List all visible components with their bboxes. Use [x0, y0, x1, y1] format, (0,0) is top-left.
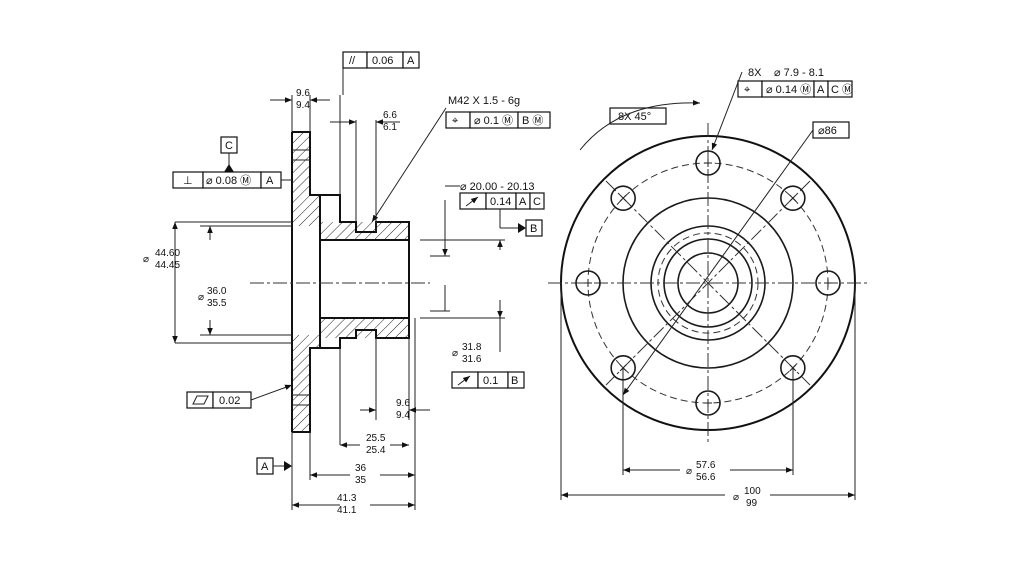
dim-25-top: 25.5: [366, 433, 386, 444]
chamfer-callout: 8X 45°: [618, 111, 651, 123]
bolt-hole-mark: [789, 194, 797, 202]
svg-text:⊥: ⊥: [183, 175, 193, 187]
dim-od-bot: 99: [746, 498, 758, 509]
svg-text:⌖: ⌖: [452, 115, 458, 127]
dim-pilot-od-top: 31.8: [462, 342, 482, 353]
bolt-hole: [695, 390, 721, 416]
svg-text:A: A: [261, 461, 269, 473]
dim-bore-bot: 35.5: [207, 298, 227, 309]
pilot-bore-dim: ⌀ 20.00 - 20.13: [460, 181, 535, 193]
dim-od-top: 100: [744, 486, 761, 497]
pilot-bore-callout: ⌀ 20.00 - 20.13 0.14 A C B: [445, 181, 545, 237]
svg-text:B: B: [511, 375, 518, 387]
bolt-hole-mark: [619, 364, 627, 372]
dim-25-bot: 25.4: [366, 445, 386, 456]
svg-text:B: B: [530, 223, 537, 235]
bolt-hole-mark: [824, 279, 832, 287]
dim-pilot-od-bot: 31.6: [462, 354, 482, 365]
svg-text:B Ⓜ: B Ⓜ: [522, 114, 543, 127]
svg-text:⌀ 0.14 Ⓜ: ⌀ 0.14 Ⓜ: [766, 83, 811, 96]
dim-od-sym: ⌀: [733, 492, 739, 503]
dim-36-bot: 35: [355, 475, 367, 486]
bolt-holes: [575, 150, 841, 416]
dim-groove-bot: 6.1: [383, 122, 397, 133]
dim-pilot-len-top: 9.6: [396, 398, 410, 409]
bolt-hole-mark: [584, 279, 592, 287]
bolt-hole-mark: [789, 364, 797, 372]
thread-spec: M42 X 1.5 - 6g: [448, 95, 520, 107]
dim-groove-top: 6.6: [383, 110, 397, 121]
section-hatch-upper: [292, 132, 409, 240]
dim-hub-sym: ⌀: [686, 466, 692, 477]
bolt-hole: [695, 150, 721, 176]
fcf-flatness: 0.02: [186, 384, 293, 409]
section-view: [175, 95, 505, 510]
svg-text:0.02: 0.02: [219, 395, 240, 407]
svg-text:A: A: [817, 84, 825, 96]
svg-text://: //: [349, 55, 356, 67]
svg-text:⌀ 0.08 Ⓜ: ⌀ 0.08 Ⓜ: [206, 174, 251, 187]
holes-count: 8X: [748, 67, 762, 79]
dim-pilot-len-bot: 9.4: [396, 410, 410, 421]
fcf-parallel: // 0.06 A: [342, 51, 420, 95]
bolt-hole-mark: [704, 159, 712, 167]
svg-text:0.14: 0.14: [490, 196, 511, 208]
svg-text:0.1: 0.1: [483, 375, 498, 387]
bolt-hole-mark: [619, 194, 627, 202]
dim-41-top: 41.3: [337, 493, 357, 504]
dim-hub-top: 57.6: [696, 460, 716, 471]
svg-text:0.06: 0.06: [372, 55, 393, 67]
svg-text:C: C: [533, 196, 541, 208]
front-view: [548, 123, 868, 443]
section-dimensions: 9.6 9.4 6.6 6.1 ⌀ 44.60 44.45 ⌀ 36.0 35.…: [143, 88, 503, 516]
dim-flange-od-bot: 44.45: [155, 260, 180, 271]
fcf-perpendicular: ⊥ ⌀ 0.08 Ⓜ A: [172, 171, 292, 189]
dim-bore-top: 36.0: [207, 286, 227, 297]
bolt-hole: [610, 185, 636, 211]
svg-text:C Ⓜ: C Ⓜ: [831, 83, 853, 96]
bolt-hole: [815, 270, 841, 296]
bc-dia: ⌀86: [818, 125, 837, 137]
svg-text:A: A: [266, 175, 274, 187]
dim-flange-thk-bot: 9.4: [296, 100, 310, 111]
bolt-hole: [780, 185, 806, 211]
svg-text:A: A: [407, 55, 415, 67]
section-hatch-lower: [292, 318, 409, 432]
thread-callout: M42 X 1.5 - 6g ⌖ ⌀ 0.1 Ⓜ B Ⓜ: [371, 95, 551, 223]
svg-text:⌀ 0.1 Ⓜ: ⌀ 0.1 Ⓜ: [474, 114, 513, 127]
dim-flange-thk-top: 9.6: [296, 88, 310, 99]
dim-36-top: 36: [355, 463, 367, 474]
dim-hub-bot: 56.6: [696, 472, 716, 483]
datum-a-callout: A: [256, 457, 292, 475]
dim-flange-od-sym: ⌀: [143, 254, 149, 265]
bolt-hole: [575, 270, 601, 296]
svg-text:C: C: [225, 140, 233, 152]
front-dimensions: 8X ⌀ 7.9 - 8.1 ⌖ ⌀ 0.14 Ⓜ A C Ⓜ 8X 45° ⌀…: [560, 67, 856, 509]
dim-pilot-od-sym: ⌀: [452, 348, 458, 359]
fcf-pilot-runout: 0.1 B: [451, 371, 525, 389]
dim-41-bot: 41.1: [337, 505, 357, 516]
dim-bore-sym: ⌀: [198, 292, 204, 303]
holes-size: ⌀ 7.9 - 8.1: [774, 67, 824, 79]
datum-c-callout: C: [220, 136, 238, 172]
svg-text:⌖: ⌖: [744, 84, 750, 96]
bolt-hole-mark: [704, 399, 712, 407]
svg-text:A: A: [519, 196, 527, 208]
dim-flange-od-top: 44.60: [155, 248, 180, 259]
